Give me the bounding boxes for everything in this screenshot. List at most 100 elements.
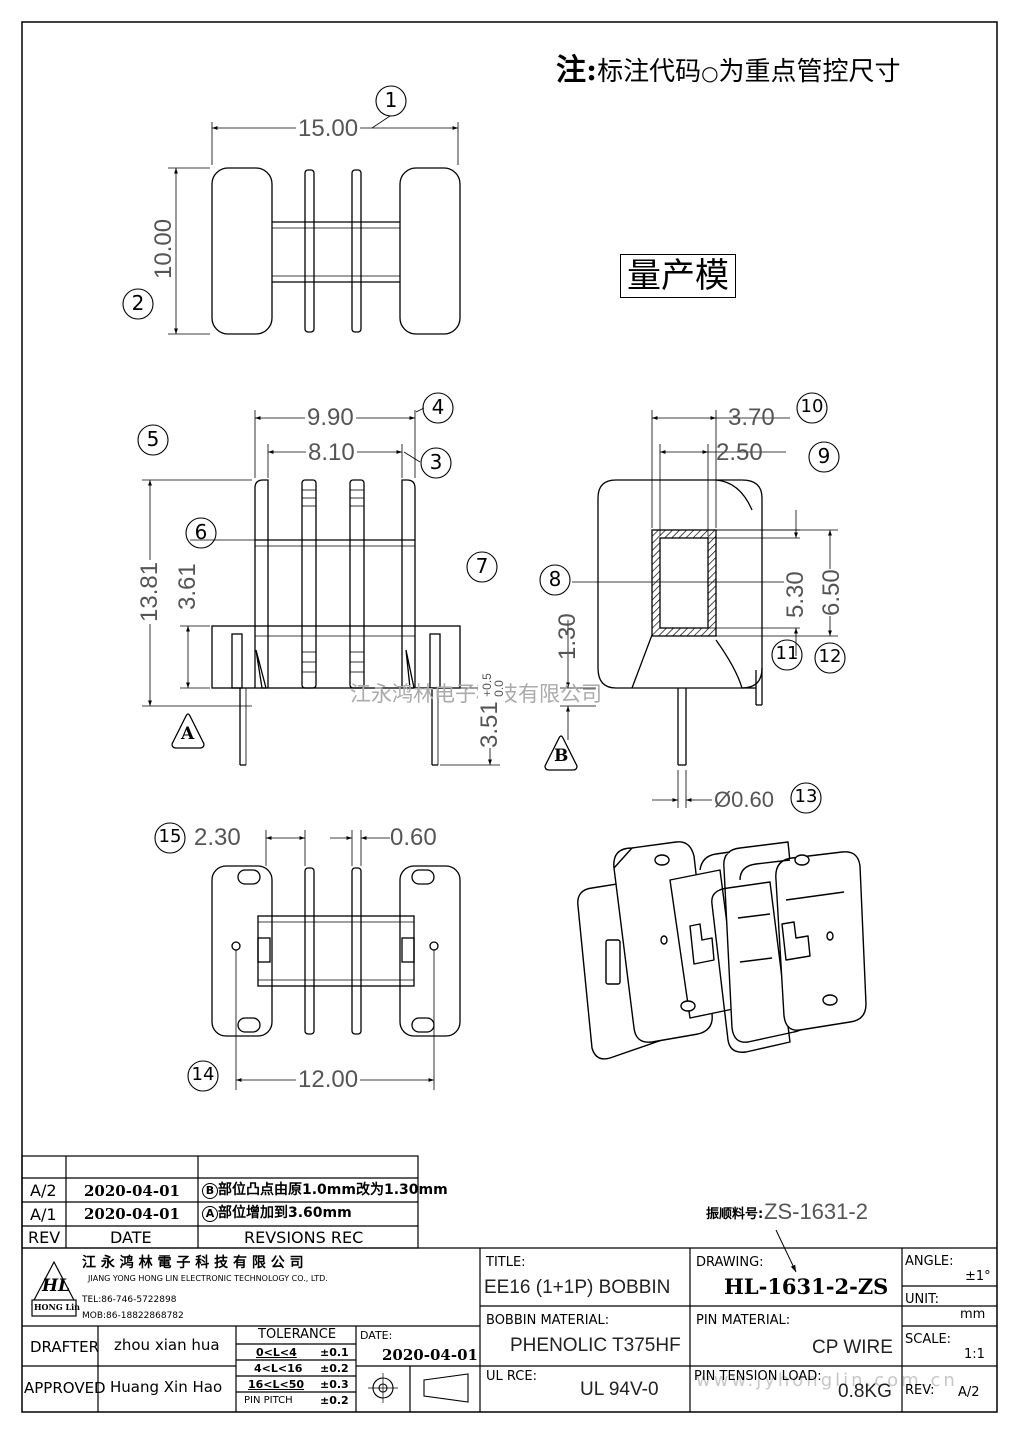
company-name-en: JIANG YONG HONG LIN ELECTRONIC TECHNOLOG… [88,1274,328,1283]
tol-row-2-value: ±0.2 [320,1362,349,1375]
part-no-label: 振顺料号: [706,1207,764,1222]
logo-text: HL [42,1276,71,1296]
dim-3-51-value: 3.51 [476,701,503,748]
date-value: 2020-04-01 [382,1346,478,1364]
drafter-label: DRAFTER [30,1338,100,1356]
logo-mark [31,1260,77,1317]
callout-13: 13 [794,786,818,807]
callout-8: 8 [548,567,562,591]
scale-value: 1:1 [964,1347,985,1362]
dim-10: 10.00 [150,218,177,279]
logo-sub: HONG Lin [34,1302,80,1312]
title-block-grid [21,1155,997,1412]
company-mob: MOB:86-18822868782 [82,1311,184,1321]
callout-15: 15 [158,826,182,847]
rev-label: REV: [905,1383,935,1398]
rev-header-rev: REV [28,1228,61,1247]
callout-11: 11 [775,643,799,664]
callout-2: 2 [131,291,145,315]
title-value: EE16 (1+1P) BOBBIN [484,1277,671,1298]
note-lead: 注: [556,53,598,88]
callout-6: 6 [194,520,208,544]
dim-3-70: 3.70 [728,404,775,431]
leader-arrow [775,1229,797,1273]
callout-7: 7 [475,554,489,578]
callout-9: 9 [817,444,831,468]
rev-row-1-date: 2020-04-01 [84,1182,180,1200]
datum-b [544,735,578,771]
datum-a [171,713,205,749]
title-label: TITLE: [486,1255,526,1270]
drawing-label: DRAWING: [696,1255,764,1270]
note-text: 标注代码 [597,57,702,87]
dim-0-60: 0.60 [390,824,437,851]
sheet-border [21,21,998,1413]
pin-load-value: 0.8KG [838,1381,892,1402]
projection-symbol [368,1373,469,1403]
date-label: DATE: [360,1329,393,1342]
callout-5: 5 [146,427,160,451]
callout-12: 12 [818,646,842,667]
rev-value: A/2 [958,1385,980,1400]
dim-2-30: 2.30 [194,824,241,851]
callout-14: 14 [191,1064,215,1085]
callout-10: 10 [800,396,824,417]
rev-header-rec: REVSIONS REC [244,1228,364,1247]
dim-8-10: 8.10 [306,439,357,466]
angle-label: ANGLE: [905,1254,954,1269]
pin-load-label: PIN TENSION LOAD: [694,1369,822,1384]
dim-13-81: 13.81 [136,559,163,624]
company-name-cn: 江 永 鸿 林 電 子 科 技 有 限 公 司 [82,1255,304,1271]
rev-row-2-badge: A [202,1206,218,1222]
datum-b-label: B [554,746,569,766]
circle-symbol-icon: ○ [701,61,719,85]
tol-row-4-range: PIN PITCH [244,1395,293,1406]
rev-row-1-rev: A/2 [30,1181,57,1200]
dim-5-30: 5.30 [782,571,809,618]
unit-value: mm [960,1307,986,1322]
dim-2-50: 2.50 [716,439,763,466]
callout-3: 3 [429,450,443,474]
dim-6-50: 6.50 [818,569,845,616]
side-view [560,410,838,808]
tol-row-1-range: 0<L<4 [256,1346,297,1359]
tol-row-4-value: ±0.2 [320,1394,349,1407]
rev-row-1-text: 部位凸点由原1.0mm改为1.30mm [218,1182,448,1198]
stamp-mass-production: 量产模 [620,254,736,298]
ul-label: UL RCE: [486,1369,537,1384]
tol-row-1-value: ±0.1 [320,1346,349,1359]
rev-row-2-date: 2020-04-01 [84,1205,180,1223]
bobbin-material-value: PHENOLIC T375HF [510,1335,681,1356]
pin-material-label: PIN MATERIAL: [696,1313,791,1328]
note-text2: 为重点管控尺寸 [718,57,901,87]
tolerance-label: TOLERANCE [258,1327,337,1342]
callout-1: 1 [384,88,398,112]
approved-label: APPROVED [24,1379,106,1397]
dim-3-51: 3.51 +0.5 0.0 [476,673,506,748]
dim-3-51-tol-dn: 0.0 [491,680,506,697]
dim-3-51-tol-up: +0.5 [479,673,494,697]
scale-label: SCALE: [905,1332,952,1347]
rev-row-2-text: 部位增加到3.60mm [218,1205,352,1221]
unit-label: UNIT: [905,1292,939,1307]
dim-15: 15.00 [296,115,361,142]
dim-12: 12.00 [296,1066,361,1093]
drafter-value: zhou xian hua [114,1336,220,1354]
callout-4: 4 [431,395,445,419]
dim-1-30: 1.30 [554,613,581,660]
front-view [142,407,500,766]
drawing-value: HL-1631-2-ZS [724,1274,889,1299]
pin-material-value: CP WIRE [812,1337,893,1358]
tol-row-3-range: 16<L<50 [248,1378,305,1391]
dim-3-61: 3.61 [174,561,201,612]
note: 注:标注代码○为重点管控尺寸 [556,56,901,86]
top-view [168,115,461,335]
approved-value: Huang Xin Hao [110,1378,223,1396]
tol-row-3-value: ±0.3 [320,1378,349,1391]
dim-9-90: 9.90 [305,404,356,431]
watermark-url: www.jyhonglin.com.cn [696,1370,958,1391]
angle-value: ±1° [965,1269,991,1284]
company-tel: TEL:86-746-5722898 [82,1295,177,1305]
